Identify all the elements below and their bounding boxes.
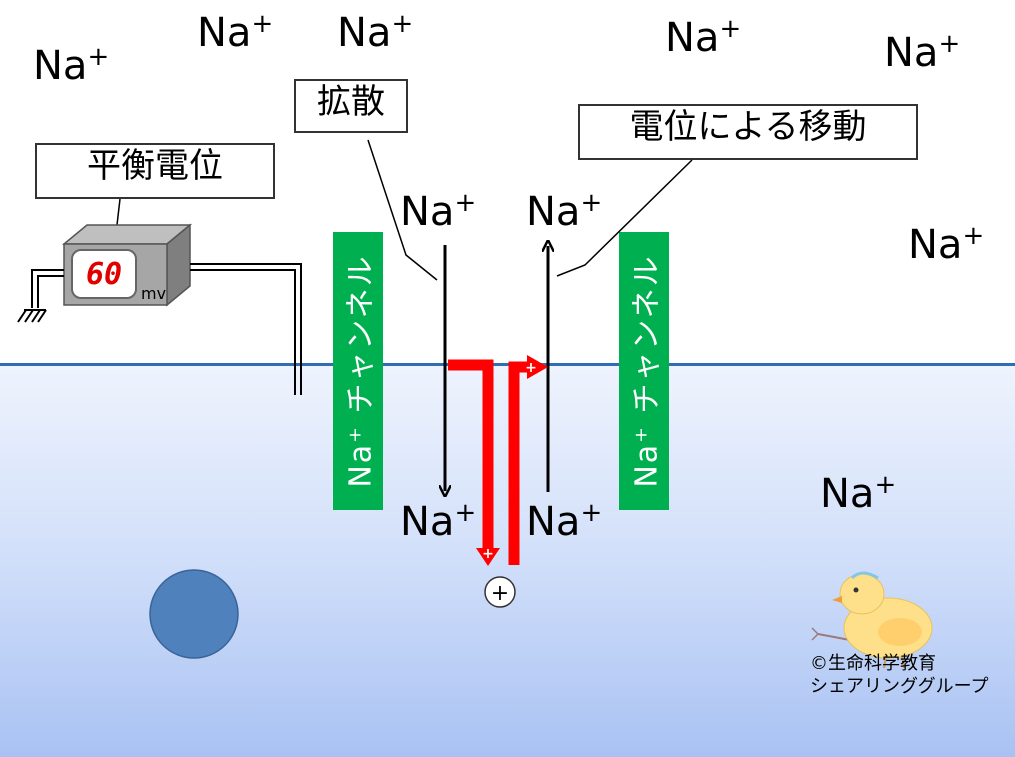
- meter-lead-electrode: [190, 263, 302, 395]
- cell-interior: [0, 366, 1015, 757]
- cell-blob: [149, 569, 239, 659]
- electric-movement-label: 電位による移動: [578, 104, 918, 160]
- chick-mascot-icon: [811, 571, 933, 669]
- na-ion: Na+: [400, 188, 477, 235]
- meter-readout: 60: [71, 249, 137, 299]
- meter-lead-ground: [37, 275, 64, 308]
- na-ion: Na+: [526, 188, 603, 235]
- equilibrium-potential-label: 平衡電位: [35, 143, 275, 199]
- charge-flow-arrowhead-down: [476, 548, 500, 566]
- na-ion: Na+: [526, 498, 603, 545]
- na-ion: Na+: [197, 9, 274, 56]
- plus-mark: +: [525, 360, 537, 376]
- meter-unit: mv: [141, 284, 167, 303]
- na-ion: Na+: [908, 221, 985, 268]
- copyright-line: ©生命科学教育: [810, 653, 936, 674]
- na-ion: Na+: [400, 498, 477, 545]
- meter-lead-electrode: [190, 269, 296, 395]
- charge-flow-arrow-outward: [508, 361, 528, 565]
- cell-membrane: [0, 363, 1015, 366]
- positive-charge-symbol: +: [491, 581, 509, 606]
- copyright-line: シェアリンググループ: [810, 675, 989, 697]
- charge-flow-arrowhead-right: [527, 355, 548, 379]
- na-channel-left: Na⁺ チャンネル: [333, 232, 383, 510]
- positive-charge-circle: [484, 576, 516, 608]
- na-ion: Na+: [665, 14, 742, 61]
- copyright: ©生命科学教育 シェアリンググループ: [810, 653, 989, 698]
- ground-icon: [17, 309, 47, 323]
- na-ion: Na+: [337, 9, 414, 56]
- meter-lead-ground: [31, 269, 64, 308]
- diffusion-leader-line: [367, 139, 438, 281]
- charge-flow-arrow-inward: [448, 359, 494, 550]
- electric-movement-leader-line: [556, 159, 693, 277]
- na-channel-right: Na⁺ チャンネル: [619, 232, 669, 510]
- diffusion-label: 拡散: [294, 79, 408, 133]
- na-ion: Na+: [884, 29, 961, 76]
- na-ion: Na+: [33, 42, 110, 89]
- plus-mark: +: [482, 546, 494, 562]
- na-ion: Na+: [820, 470, 897, 517]
